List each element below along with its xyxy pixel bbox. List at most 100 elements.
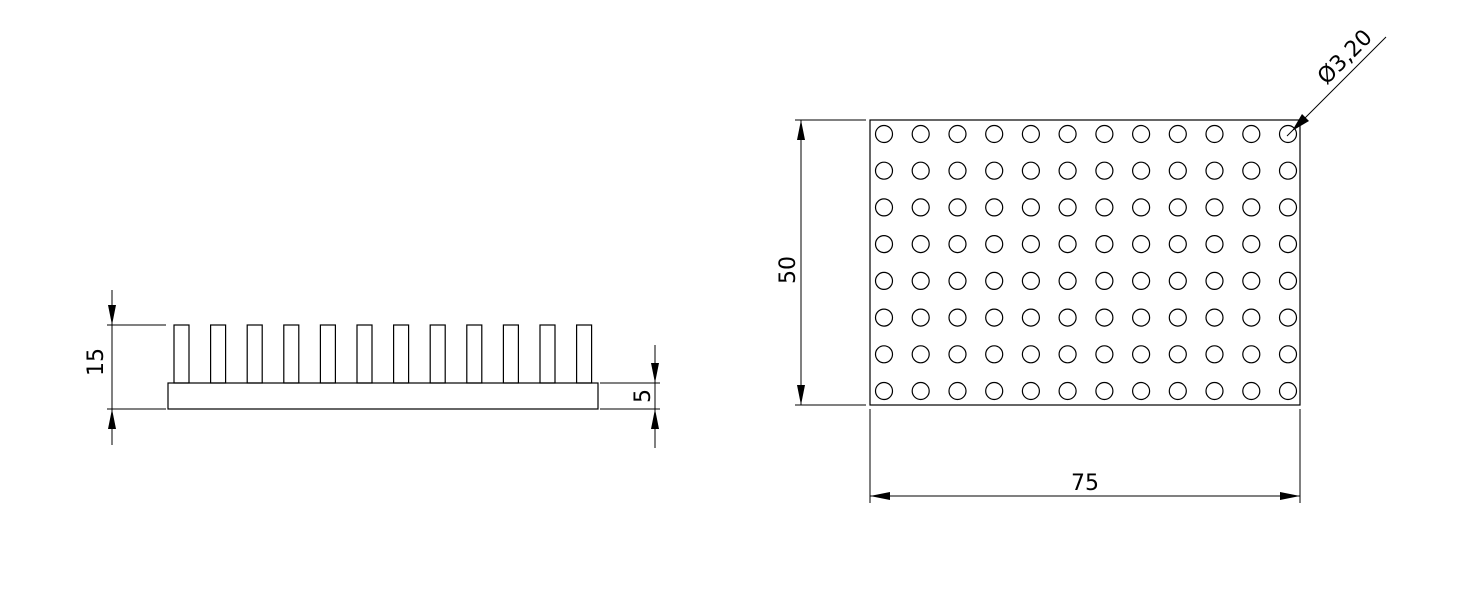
- hole: [1058, 124, 1077, 144]
- fin: [393, 324, 410, 384]
- leader-arrow: [1292, 114, 1309, 131]
- hole: [985, 161, 1004, 180]
- hole: [911, 198, 930, 217]
- hole: [985, 308, 1004, 327]
- hole: [1205, 271, 1224, 290]
- hole: [1058, 345, 1077, 364]
- hole: [948, 124, 967, 144]
- base-plate: [167, 382, 599, 410]
- hole: [1131, 381, 1151, 401]
- hole: [1205, 345, 1224, 364]
- hole: [985, 271, 1004, 290]
- hole: [874, 381, 894, 401]
- fin: [429, 324, 446, 384]
- hole: [1021, 271, 1041, 290]
- hole: [874, 345, 894, 364]
- fin: [173, 324, 190, 384]
- hole: [1168, 345, 1187, 364]
- hole: [1278, 161, 1298, 180]
- dim-width: 75: [869, 409, 1301, 503]
- hole: [874, 161, 894, 180]
- hole: [985, 345, 1004, 364]
- side-view: 15 5: [84, 290, 660, 448]
- dim-hole-diameter: Ø3,20: [1286, 25, 1387, 137]
- dim-label-5: 5: [631, 389, 656, 403]
- hole: [1131, 198, 1151, 217]
- hole: [1168, 161, 1187, 180]
- dim-label-50: 50: [776, 256, 801, 284]
- hole: [1168, 381, 1187, 401]
- hole: [1058, 271, 1077, 290]
- hole: [1095, 124, 1114, 144]
- hole: [1205, 124, 1224, 144]
- dim-height: 50: [776, 119, 866, 406]
- fin: [539, 324, 556, 384]
- fin: [246, 324, 263, 384]
- hole: [874, 308, 894, 327]
- hole: [1168, 124, 1187, 144]
- arrow-left: [870, 492, 890, 500]
- hole: [874, 124, 894, 144]
- hole: [1021, 381, 1041, 401]
- arrow-up: [797, 120, 805, 140]
- fin-group: [173, 324, 593, 384]
- hole: [1058, 161, 1077, 180]
- dim-label-diameter: Ø3,20: [1313, 25, 1378, 90]
- arrow-up: [651, 409, 659, 429]
- hole: [1131, 345, 1151, 364]
- hole: [911, 271, 930, 290]
- hole: [1242, 308, 1261, 327]
- hole: [1021, 124, 1041, 144]
- fin: [210, 324, 227, 384]
- hole: [985, 124, 1004, 144]
- fin: [502, 324, 519, 384]
- hole: [1021, 235, 1041, 254]
- hole: [1205, 381, 1224, 401]
- hole: [1058, 235, 1077, 254]
- hole: [1095, 161, 1114, 180]
- hole: [948, 381, 967, 401]
- hole: [1058, 381, 1077, 401]
- hole: [1131, 124, 1151, 144]
- hole: [1278, 124, 1298, 144]
- hole: [1205, 161, 1224, 180]
- hole: [1021, 308, 1041, 327]
- hole: [1095, 198, 1114, 217]
- dim-label-75: 75: [1071, 471, 1099, 496]
- dim-total-height: 15: [84, 290, 166, 445]
- arrow-down: [651, 363, 659, 383]
- fin: [466, 324, 483, 384]
- hole: [1095, 345, 1114, 364]
- hole: [1242, 271, 1261, 290]
- hole: [911, 124, 930, 144]
- hole: [1021, 161, 1041, 180]
- fin: [356, 324, 373, 384]
- arrow-up: [108, 409, 116, 429]
- hole: [1168, 308, 1187, 327]
- hole: [911, 308, 930, 327]
- hole: [948, 198, 967, 217]
- hole: [1205, 235, 1224, 254]
- hole: [911, 235, 930, 254]
- hole: [1021, 345, 1041, 364]
- arrow-right: [1280, 492, 1300, 500]
- hole-grid: [874, 124, 1298, 401]
- hole: [948, 345, 967, 364]
- hole: [1095, 235, 1114, 254]
- fin: [575, 324, 593, 384]
- hole: [1058, 198, 1077, 217]
- hole: [948, 308, 967, 327]
- fin: [283, 324, 300, 384]
- hole: [1278, 381, 1298, 401]
- hole: [911, 345, 930, 364]
- hole: [874, 235, 894, 254]
- hole: [1021, 198, 1041, 217]
- hole: [1168, 198, 1187, 217]
- hole: [874, 271, 894, 290]
- hole: [1278, 235, 1298, 254]
- hole: [1095, 271, 1114, 290]
- hole: [1131, 271, 1151, 290]
- hole: [948, 161, 967, 180]
- hole: [948, 235, 967, 254]
- arrow-down: [108, 305, 116, 325]
